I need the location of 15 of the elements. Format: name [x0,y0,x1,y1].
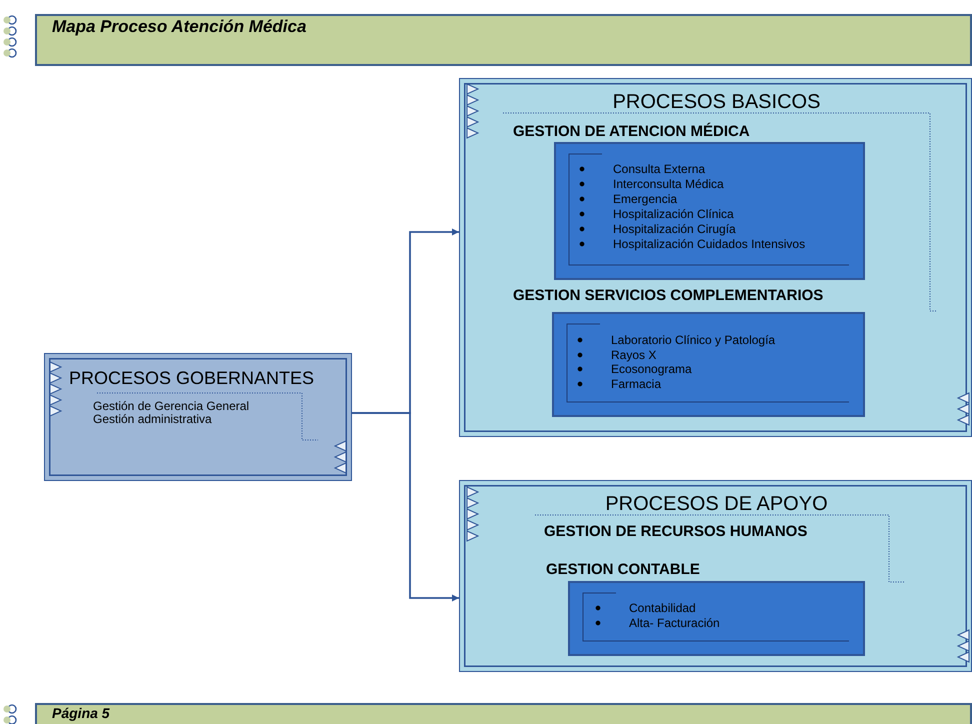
connector-arrow [352,412,459,602]
process-group-box [459,480,972,672]
section-heading: GESTION CONTABLE [546,561,700,579]
section-heading: PROCESOS GOBERNANTES [69,368,314,390]
section-heading: PROCESOS DE APOYO [604,492,829,516]
section-heading: GESTION DE ATENCION MÉDICA [513,123,750,141]
process-group-box [459,78,972,437]
process-item: Gestión de Gerencia General [93,399,250,414]
section-heading: PROCESOS BASICOS [612,90,822,114]
process-group-box [44,353,352,481]
page-number: Página 5 [52,705,110,722]
section-heading: GESTION SERVICIOS COMPLEMENTARIOS [513,287,824,305]
process-item: Gestión administrativa [93,412,212,426]
section-heading: GESTION DE RECURSOS HUMANOS [544,523,808,541]
page-title: Mapa Proceso Atención Médica [52,17,306,38]
